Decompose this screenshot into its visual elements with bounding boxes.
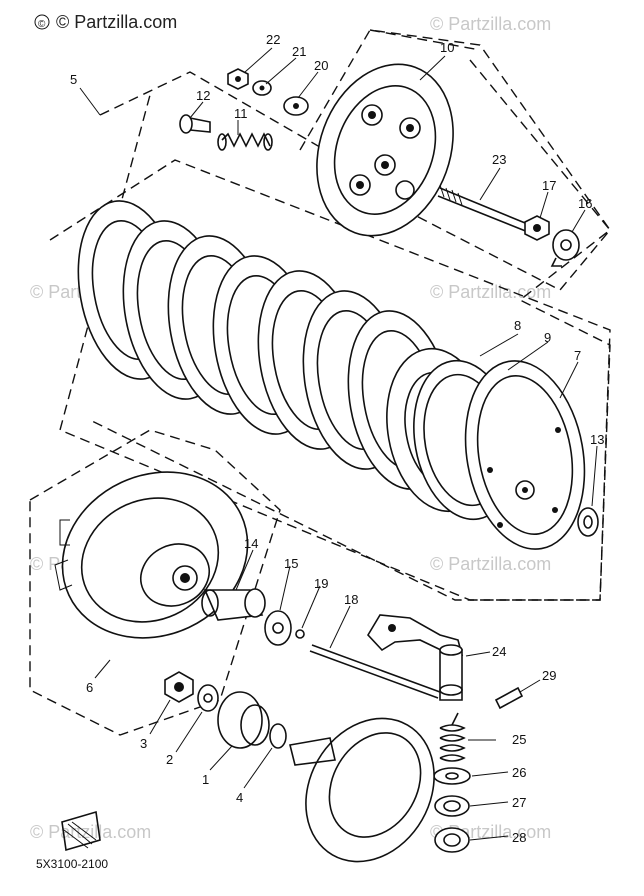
clutch-housing-6 xyxy=(54,471,249,639)
push-rod-23 xyxy=(437,184,531,233)
watermark-top-left: © Partzilla.com xyxy=(56,12,177,32)
ball-19 xyxy=(295,629,305,639)
callout-22: 22 xyxy=(266,32,280,47)
callout-8: 8 xyxy=(514,318,521,333)
callout-10: 10 xyxy=(440,40,454,55)
callout-18: 18 xyxy=(344,592,358,607)
svg-text:©: © xyxy=(38,19,46,30)
washer-2 xyxy=(197,684,219,712)
pressure-plate xyxy=(316,63,454,237)
washer-21 xyxy=(252,80,272,96)
seal-27 xyxy=(434,795,470,817)
crankcase-cover xyxy=(289,717,435,863)
nut-17 xyxy=(524,215,550,241)
callout-15: 15 xyxy=(284,556,298,571)
callout-27: 27 xyxy=(512,795,526,810)
callout-23: 23 xyxy=(492,152,506,167)
watermark-mid-right: © Partzilla.com xyxy=(430,282,551,302)
collar-14 xyxy=(201,588,266,621)
clutch-gear-plate-7 xyxy=(464,360,586,550)
return-spring-25 xyxy=(439,712,466,762)
watermark-bottom-left: © Partzilla.com xyxy=(30,822,151,842)
callout-5: 5 xyxy=(70,72,77,87)
bearing-28 xyxy=(434,827,470,853)
lock-washer-16 xyxy=(550,229,580,267)
diagram-code: 5X3100-2100 xyxy=(36,857,108,871)
callout-16: 16 xyxy=(578,196,592,211)
washer-20 xyxy=(283,96,309,116)
callout-14: 14 xyxy=(244,536,258,551)
publisher-logo-icon xyxy=(61,810,101,852)
callout-29: 29 xyxy=(542,668,556,683)
group-outline-housing xyxy=(29,429,281,736)
callout-24: 24 xyxy=(492,644,506,659)
callout-17: 17 xyxy=(542,178,556,193)
leader-lines xyxy=(79,47,598,841)
callout-26: 26 xyxy=(512,765,526,780)
pin-29 xyxy=(494,686,524,710)
watermark-lower-right: © Partzilla.com xyxy=(430,554,551,574)
callout-2: 2 xyxy=(166,752,173,767)
push-lever-24 xyxy=(367,614,464,701)
watermark-icon: © xyxy=(34,14,50,30)
callout-28: 28 xyxy=(512,830,526,845)
clutch-bolt xyxy=(179,114,211,134)
gear-1 xyxy=(217,691,270,749)
callout-19: 19 xyxy=(314,576,328,591)
circlip-4 xyxy=(269,723,287,749)
callout-7: 7 xyxy=(574,348,581,363)
nut-22 xyxy=(227,68,249,90)
callout-4: 4 xyxy=(236,790,243,805)
callout-25: 25 xyxy=(512,732,526,747)
callout-9: 9 xyxy=(544,330,551,345)
callout-13: 13 xyxy=(590,432,604,447)
watermark-top-right: © Partzilla.com xyxy=(430,14,551,34)
callout-3: 3 xyxy=(140,736,147,751)
washer-13 xyxy=(577,507,599,537)
nut-3 xyxy=(164,671,194,703)
clutch-spring xyxy=(217,132,273,151)
washer-26 xyxy=(433,767,471,785)
callout-1: 1 xyxy=(202,772,209,787)
callout-20: 20 xyxy=(314,58,328,73)
callout-12: 12 xyxy=(196,88,210,103)
thrust-washer-15 xyxy=(264,610,292,646)
group-outline-pressure-plate xyxy=(299,29,611,291)
callout-21: 21 xyxy=(292,44,306,59)
callout-11: 11 xyxy=(234,106,248,121)
callout-6: 6 xyxy=(86,680,93,695)
push-rod-18 xyxy=(309,644,441,699)
